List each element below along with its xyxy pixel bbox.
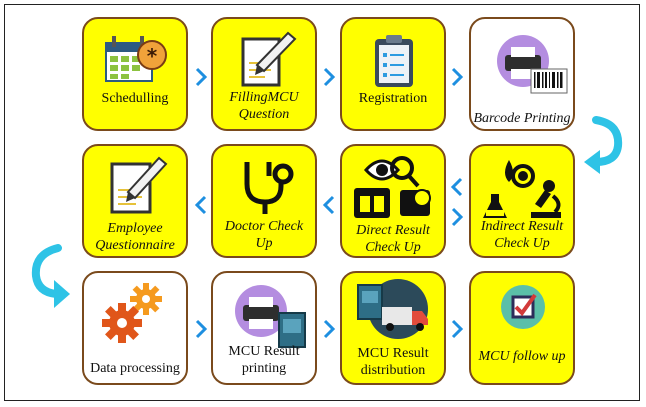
- step-registration: Registration: [340, 17, 446, 131]
- chevron-right-icon: [323, 319, 336, 339]
- delivery-truck-icon: [357, 279, 428, 339]
- chevron-left-icon: [194, 195, 207, 215]
- step-label: Schedulling: [101, 91, 169, 106]
- step-label: Data processing: [90, 361, 180, 376]
- step-data-processing: Data processing: [82, 271, 188, 385]
- step-filling-mcu-question: FillingMCU Question: [211, 17, 317, 131]
- chevron-left-icon: [450, 177, 463, 197]
- step-label: FillingMCU Question: [229, 90, 299, 122]
- notepad-pen-icon: [241, 31, 297, 87]
- barcode-printer-icon: [497, 35, 568, 94]
- step-mcu-result-printing: MCU Result printing: [211, 271, 317, 385]
- stethoscope-icon: [244, 162, 294, 214]
- chevron-right-icon: [195, 319, 208, 339]
- step-label: Barcode Printing: [473, 111, 571, 126]
- notepad-pen-icon: [110, 156, 168, 214]
- step-label: Direct Result Check Up: [356, 223, 430, 255]
- step-employee-questionnaire: Employee Questionnaire: [82, 144, 188, 258]
- step-doctor-check-up: Doctor Check Up: [211, 144, 317, 258]
- chevron-right-icon: [451, 319, 464, 339]
- diagram-frame: [4, 4, 640, 401]
- u-turn-left-arrow-icon: [31, 244, 70, 308]
- chevron-right-icon: [451, 67, 464, 87]
- step-indirect-result-check-up: Indirect Result Check Up: [469, 144, 575, 258]
- printer-report-icon: [235, 285, 306, 348]
- chevron-left-icon: [322, 195, 335, 215]
- step-label: Employee Questionnaire: [95, 221, 175, 253]
- eye-exam-instruments-icon: [354, 156, 431, 218]
- step-label: MCU Result distribution: [357, 346, 429, 378]
- step-mcu-follow-up: MCU follow up: [469, 271, 575, 385]
- chevron-right-icon: [323, 67, 336, 87]
- step-label: MCU Result printing: [228, 344, 300, 376]
- step-barcode-printing: Barcode Printing: [469, 17, 575, 131]
- step-mcu-result-distribution: MCU Result distribution: [340, 271, 446, 385]
- step-label: Indirect Result Check Up: [480, 219, 564, 251]
- lab-flask-microscope-icon: [483, 160, 561, 218]
- chevron-right-icon: [195, 67, 208, 87]
- gears-icon: [102, 283, 162, 343]
- step-schedulling: * Schedulling: [82, 17, 188, 131]
- step-label: Doctor Check Up: [224, 219, 304, 251]
- chevron-right-icon: [451, 207, 464, 227]
- checkbox-icon: [501, 285, 545, 329]
- clipboard-icon: [375, 35, 413, 87]
- u-turn-right-arrow-icon: [584, 116, 623, 174]
- step-label: Registration: [358, 91, 428, 106]
- step-label: MCU follow up: [478, 349, 566, 364]
- calendar-icon: *: [105, 36, 167, 82]
- svg-text:*: *: [147, 44, 158, 68]
- step-direct-result-check-up: Direct Result Check Up: [340, 144, 446, 258]
